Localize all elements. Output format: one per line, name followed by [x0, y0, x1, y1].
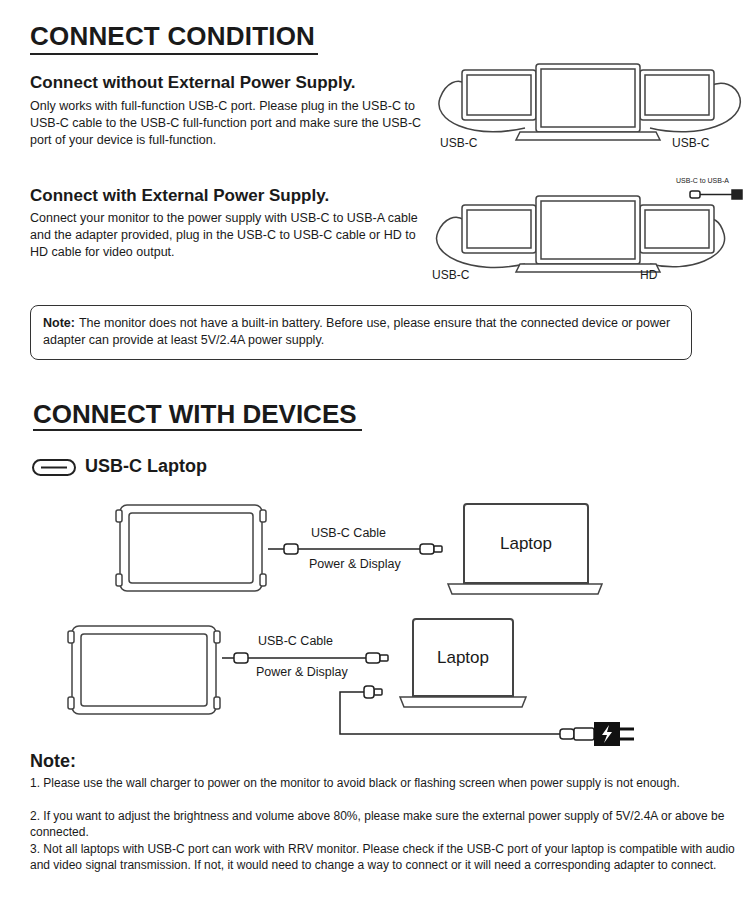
note-item: 2. If you want to adjust the brightness … — [30, 808, 745, 840]
port-label: USB-C — [432, 268, 469, 283]
note-item: 1. Please use the wall charger to power … — [30, 775, 745, 791]
port-label: HD — [640, 268, 657, 283]
section-heading: CONNECT CONDITION — [30, 20, 315, 53]
note-item: 3. Not all laptops with USB-C port can w… — [30, 841, 745, 873]
usb-c-port-icon — [33, 460, 75, 475]
paragraph: Only works with full-function USB-C port… — [30, 98, 425, 149]
note-box: Note:The monitor does not have a built-i… — [30, 305, 692, 360]
section-subheading: USB-C Laptop — [85, 455, 207, 478]
note-heading: Note: — [30, 750, 76, 773]
cable-label: Power & Display — [256, 665, 348, 681]
laptop-label: Laptop — [437, 648, 489, 668]
paragraph: Connect your monitor to the power supply… — [30, 210, 425, 261]
cable-label: USB-C Cable — [311, 526, 386, 542]
note-label: Note: — [43, 316, 75, 330]
laptop-label: Laptop — [500, 534, 552, 554]
laptop-base — [448, 584, 602, 594]
port-label: USB-C — [440, 136, 477, 151]
port-label: USB-C — [672, 136, 709, 151]
usb-c-cable — [268, 544, 442, 554]
section-heading: CONNECT WITH DEVICES — [33, 398, 357, 431]
subheading: Connect with External Power Supply. — [30, 185, 329, 206]
laptop-screen: Laptop — [463, 503, 589, 584]
cable-label: Power & Display — [309, 557, 401, 573]
triple-monitor — [439, 64, 740, 140]
subheading: Connect without External Power Supply. — [30, 72, 356, 93]
note-text: The monitor does not have a built-in bat… — [43, 316, 670, 347]
portable-monitor — [68, 626, 220, 714]
cable-label: USB-C to USB-A — [676, 177, 729, 186]
usb-c-cable — [222, 653, 388, 663]
laptop-screen: Laptop — [412, 618, 514, 697]
wall-charger — [594, 722, 634, 746]
laptop-base — [400, 697, 526, 707]
cable-label: USB-C Cable — [258, 634, 333, 650]
portable-monitor — [116, 505, 266, 591]
triple-monitor — [437, 196, 725, 272]
usb-cable-icon — [690, 190, 742, 199]
